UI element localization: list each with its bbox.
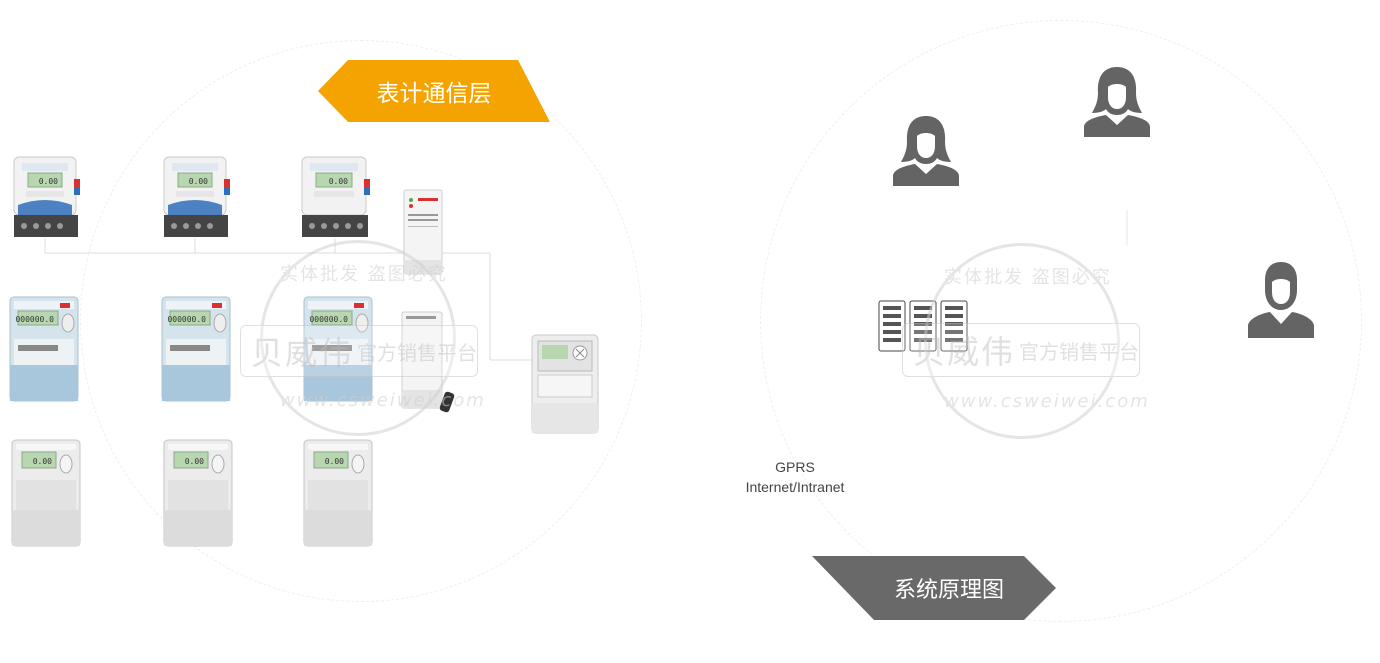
svg-text:0.00: 0.00: [329, 177, 348, 186]
svg-text:0.00: 0.00: [189, 177, 208, 186]
internet-intranet-label: Internet/Intranet: [745, 479, 845, 495]
svg-text:000000.0: 000000.0: [15, 315, 54, 324]
three-phase-meter-1: 000000.0: [8, 295, 82, 405]
watermark-url: www.csweiwei.com: [280, 390, 486, 411]
svg-text:0.00: 0.00: [39, 177, 58, 186]
single-phase-meter-2: 0.00: [162, 155, 232, 240]
watermark-url: www.csweiwei.com: [944, 391, 1150, 412]
watermark-left: 实体批发 盗图必究 贝威伟 官方销售平台 www.csweiwei.com: [240, 240, 484, 440]
three-phase-meter-2: 000000.0: [160, 295, 234, 405]
smart-meter-2: 0.00: [162, 438, 236, 550]
svg-text:0.00: 0.00: [325, 457, 344, 466]
watermark-subtitle: 官方销售平台: [1019, 339, 1140, 364]
watermark-right: 实体批发 盗图必究 贝威伟 官方销售平台 www.csweiwei.com: [902, 243, 1148, 443]
system-diagram-label: 系统原理图: [893, 577, 1004, 602]
watermark-brand: 贝威伟: [913, 333, 1016, 371]
watermark-top-text: 实体批发 盗图必究: [280, 264, 448, 285]
smart-meter-3: 0.00: [302, 438, 376, 550]
watermark-brand: 贝威伟: [251, 334, 354, 372]
gprs-label: GPRS: [775, 459, 815, 475]
female-user-icon-top: [1084, 63, 1150, 142]
svg-text:000000.0: 000000.0: [167, 315, 206, 324]
server-rack-1: [878, 300, 906, 352]
watermark-subtitle: 官方销售平台: [357, 340, 478, 365]
female-user-icon-left: [893, 112, 959, 191]
network-label: GPRS Internet/Intranet: [720, 457, 870, 497]
meter-communication-layer-label: 表计通信层: [376, 80, 492, 106]
svg-text:0.00: 0.00: [33, 457, 52, 466]
concentrator-terminal: [530, 333, 602, 437]
meter-communication-layer-banner: 表计通信层: [318, 60, 550, 122]
single-phase-meter-1: 0.00: [12, 155, 82, 240]
background-ring-left: [80, 40, 642, 602]
watermark-top-text: 实体批发 盗图必究: [944, 267, 1112, 288]
smart-meter-1: 0.00: [10, 438, 84, 550]
svg-text:0.00: 0.00: [185, 457, 204, 466]
single-phase-meter-3: 0.00: [300, 155, 372, 240]
male-user-icon: [1248, 260, 1314, 343]
background-ring-right: [760, 20, 1362, 622]
